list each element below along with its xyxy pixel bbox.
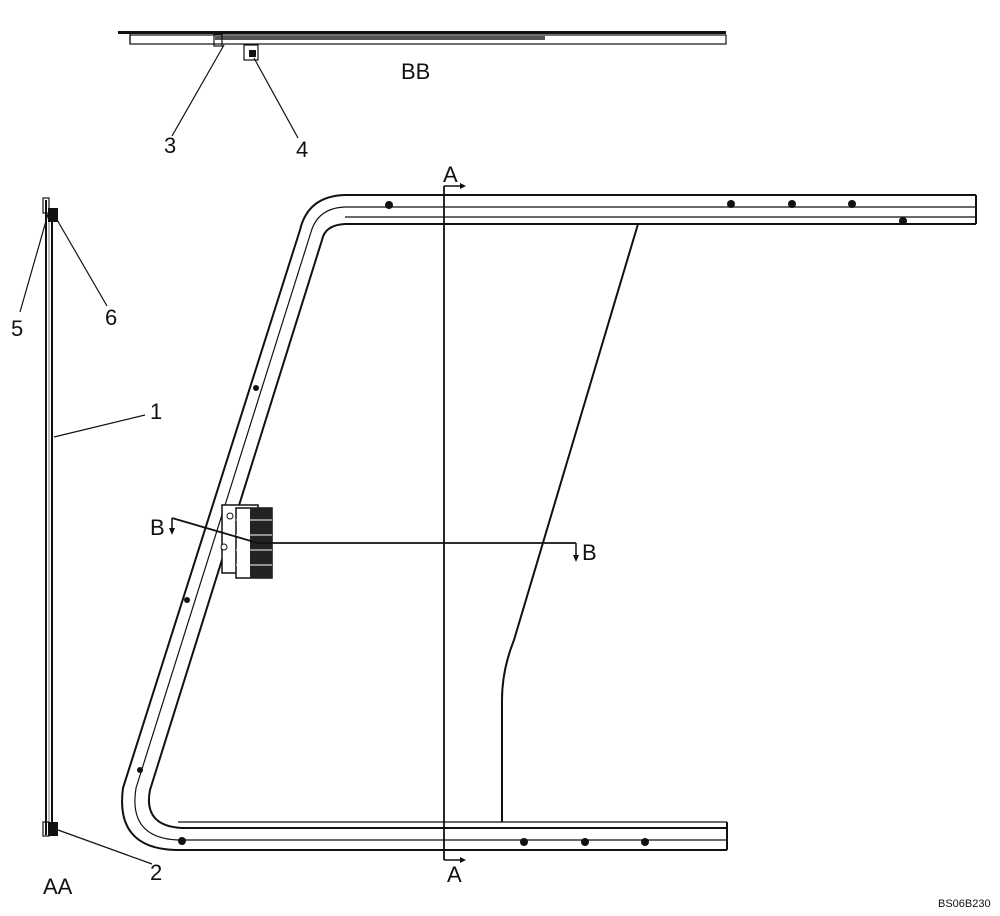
- latch-assembly: [220, 504, 273, 579]
- cut-marker-a-top: A: [443, 162, 458, 187]
- section-bb-label: BB: [401, 59, 430, 84]
- callout-4: 4: [296, 137, 308, 162]
- callout-6: 6: [105, 305, 117, 330]
- callout-5: 5: [11, 316, 23, 341]
- callout-3: 3: [164, 133, 176, 158]
- door-frame: [121, 194, 977, 851]
- cut-line-b: B B: [150, 515, 597, 565]
- callout-2: 2: [150, 860, 162, 885]
- cut-line-a: A A: [443, 162, 466, 887]
- cut-marker-b-left: B: [150, 515, 165, 540]
- drawing-reference-code: BS06B230: [938, 898, 991, 910]
- section-bb-view: BB 3 4: [118, 31, 727, 162]
- section-aa-label: AA: [43, 874, 73, 899]
- cut-marker-a-bottom: A: [447, 862, 462, 887]
- cut-marker-b-right: B: [582, 540, 597, 565]
- section-aa-view: 5 6 1 2 AA: [11, 197, 162, 899]
- callout-1: 1: [150, 399, 162, 424]
